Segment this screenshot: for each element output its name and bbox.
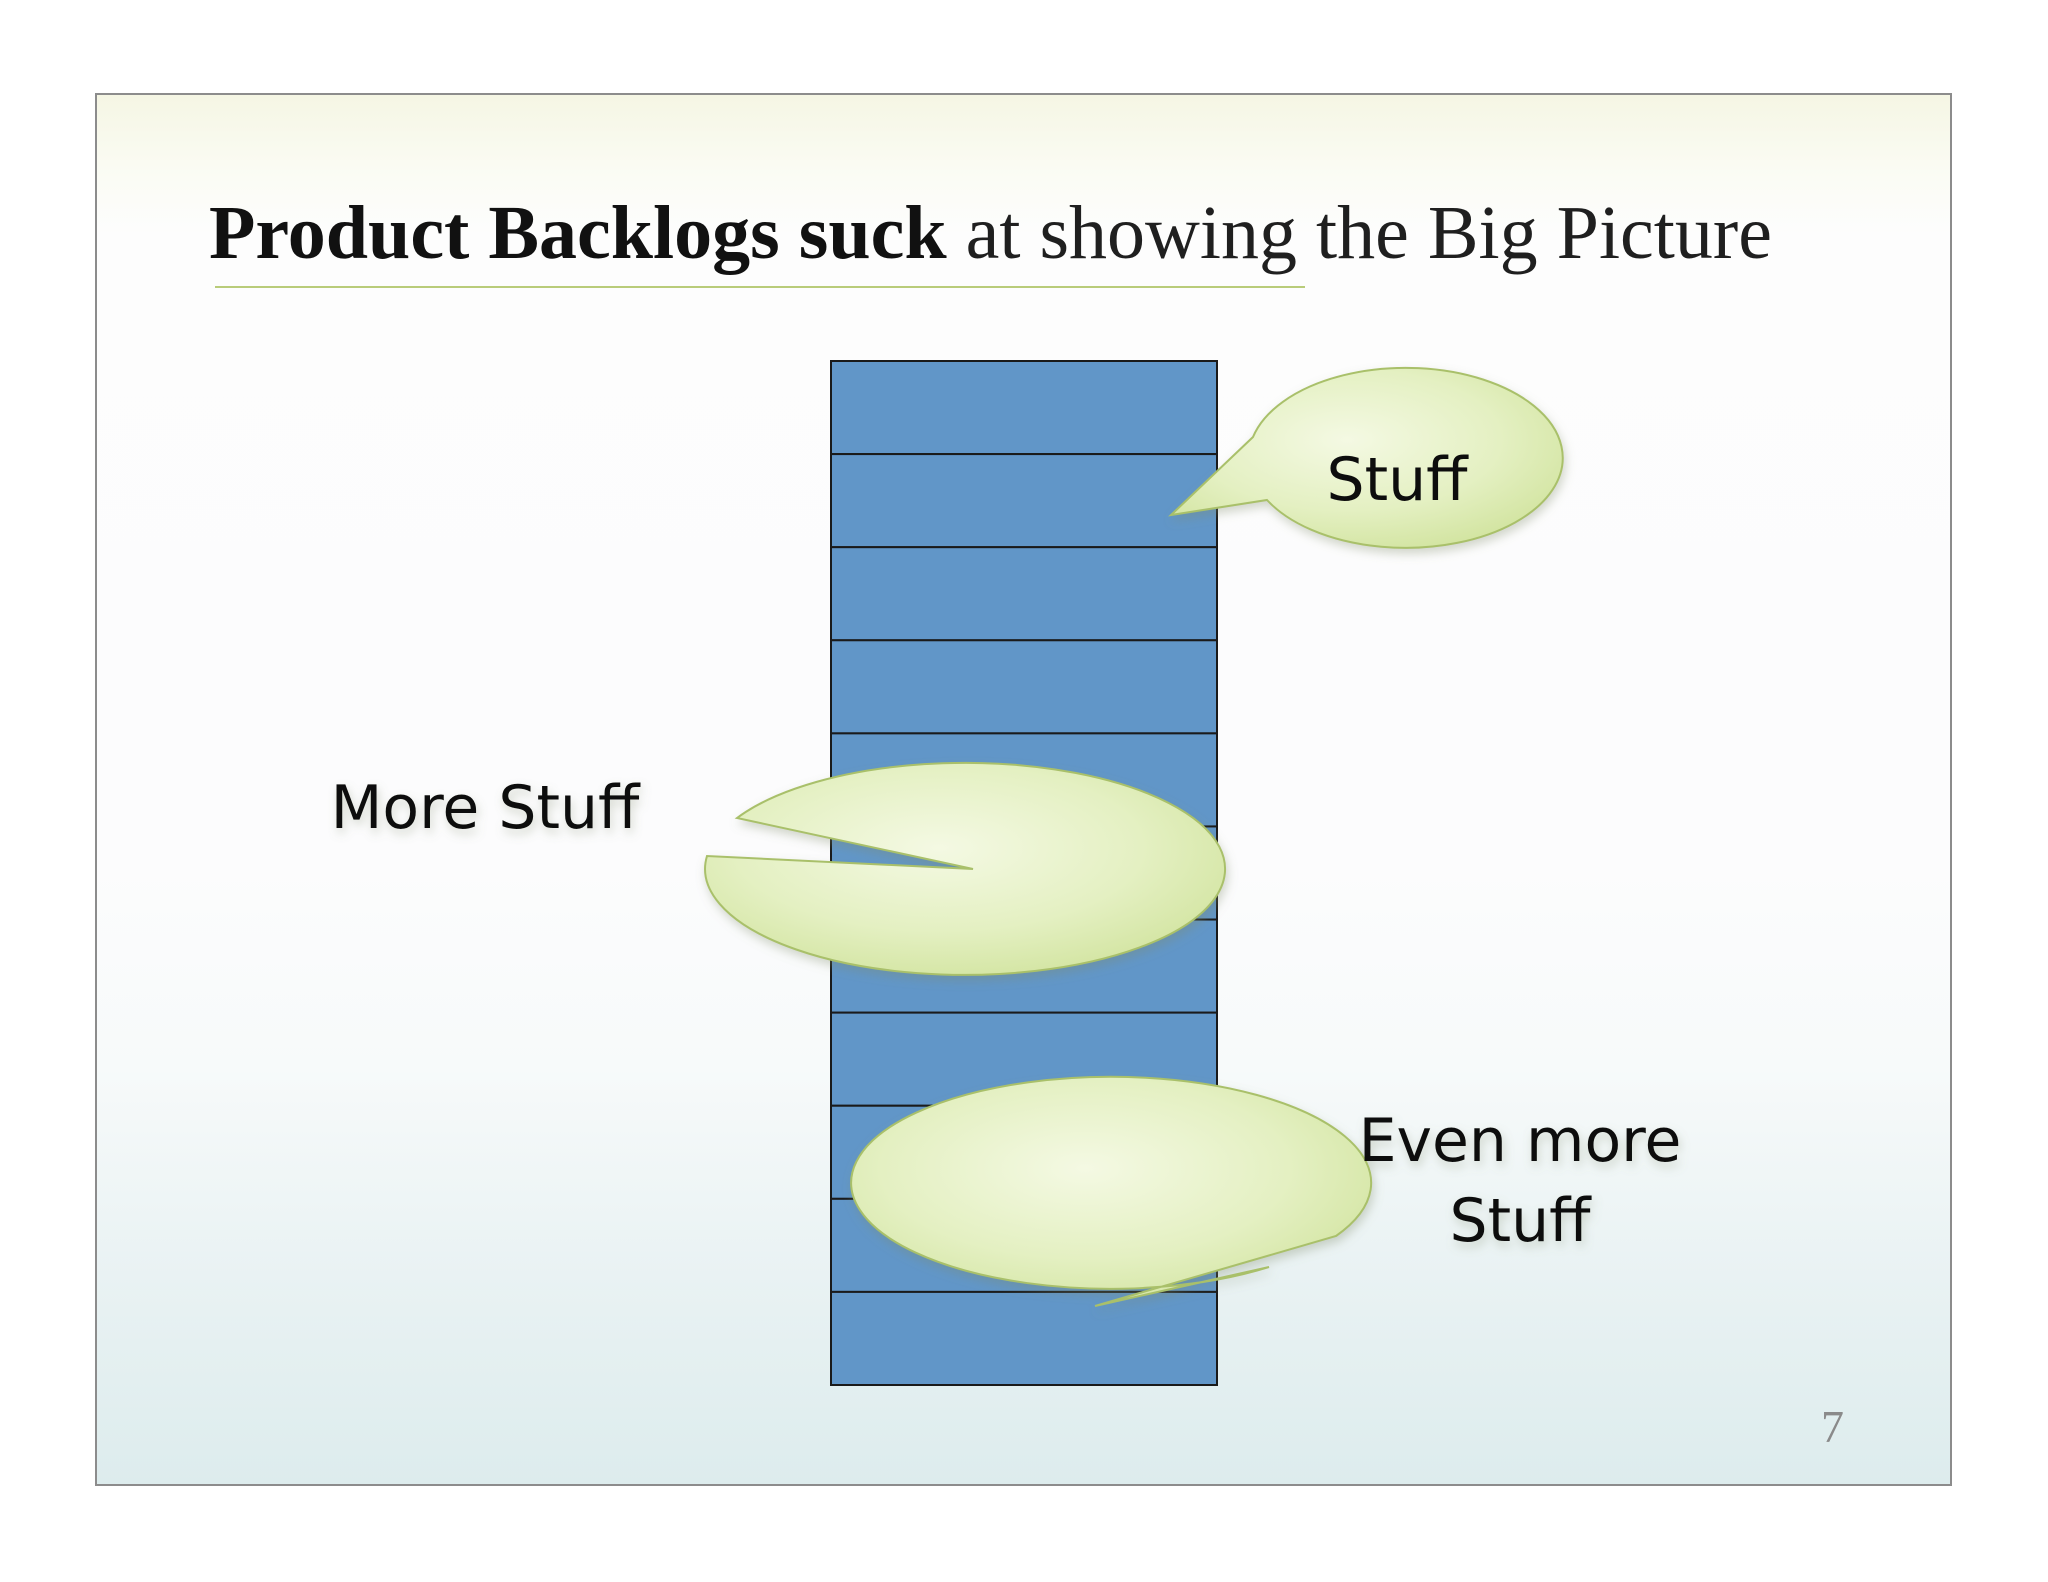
backlog-item <box>830 546 1218 642</box>
callout-bottom: Even more Stuff <box>850 1075 1682 1307</box>
slide-title-rest: at showing the Big Picture <box>946 191 1772 275</box>
callout-bottom-text-line2: Stuff <box>1450 1186 1593 1256</box>
slide-title-bold: Product Backlogs suck <box>209 191 947 275</box>
callout-bottom-text-line1: Even more <box>1359 1106 1682 1176</box>
callout-top: Stuff <box>1167 366 1564 549</box>
callout-middle-text: More Stuff <box>331 773 641 843</box>
slide-title: Product Backlogs suck at showing the Big… <box>209 195 1772 271</box>
callout-top-text: Stuff <box>1327 445 1470 515</box>
title-underline <box>215 286 1305 288</box>
backlog-diagram: Stuff More Stuff Even more Stuff <box>331 360 1682 1386</box>
slide: Product Backlogs suck at showing the Big… <box>95 93 1952 1486</box>
backlog-item <box>830 1290 1218 1386</box>
backlog-item <box>830 360 1218 456</box>
backlog-item <box>830 453 1218 549</box>
callout-middle: More Stuff <box>331 761 1227 976</box>
page-number: 7 <box>1821 1401 1844 1452</box>
backlog-item <box>830 639 1218 735</box>
